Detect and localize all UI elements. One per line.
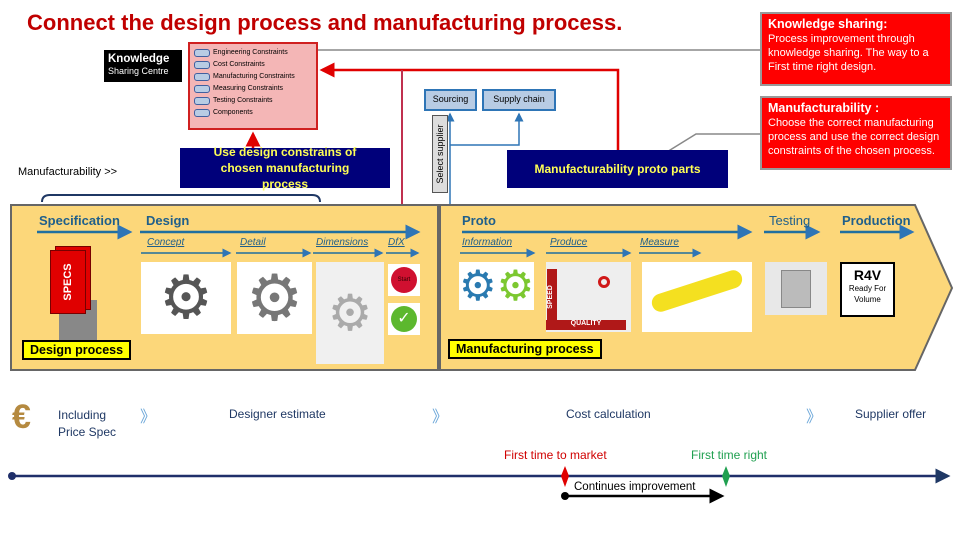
gears-image: ⚙⚙ <box>459 262 535 310</box>
r4v-text: Ready For Volume <box>848 284 887 304</box>
check-icon: ✓ <box>391 306 417 332</box>
stage-design: Design <box>146 213 190 228</box>
constraint-label: Engineering Constraints <box>213 49 288 56</box>
first-time-to-market-label: First time to market <box>504 448 607 462</box>
database-icon <box>194 73 210 81</box>
design-process-label: Design process <box>22 340 132 360</box>
constraint-label: Testing Constraints <box>213 97 273 104</box>
use-design-constraints-box: Use design constrains of chosen manufact… <box>180 145 390 191</box>
stage-specification: Specification <box>39 213 120 228</box>
chevron-right-icon: 》 <box>806 409 823 426</box>
database-icon <box>194 61 210 69</box>
gear-3d-image: ⚙ <box>237 262 312 334</box>
euro-icon: € <box>12 398 31 436</box>
start-button-image: Start <box>388 264 420 296</box>
panel-brace <box>41 194 321 203</box>
first-time-right-label: First time right <box>691 448 768 462</box>
callout-text: Process improvement through knowledge sh… <box>768 33 929 73</box>
constraint-item: Measuring Constraints <box>194 83 312 95</box>
continues-improvement-label: Continues improvement <box>574 481 696 493</box>
supply-chain-box: Supply chain <box>482 89 556 111</box>
concept-sketch-image: ⚙ <box>141 262 231 334</box>
chevron-right-icon: 》 <box>432 409 449 426</box>
substep-dimensions: Dimensions <box>316 237 369 248</box>
r4v-box: R4V Ready For Volume <box>840 262 895 317</box>
callout-title: Knowledge sharing: <box>768 17 888 31</box>
constraint-label: Manufacturing Constraints <box>213 73 295 80</box>
constraints-box: Engineering Constraints Cost Constraints… <box>188 42 318 130</box>
logo-line2: Sharing Centre <box>108 66 169 76</box>
constraint-label: Cost Constraints <box>213 61 265 68</box>
constraint-item: Testing Constraints <box>194 95 312 107</box>
constraint-label: Components <box>213 109 253 116</box>
database-icon <box>194 109 210 117</box>
start-label: Start <box>391 267 417 293</box>
cost-designer-estimate: Designer estimate <box>229 407 326 421</box>
red-feedback-lines <box>245 62 620 224</box>
manufacturability-label: Manufacturability >> <box>18 166 118 178</box>
stage-testing: Testing <box>769 213 811 228</box>
constraint-item: Manufacturing Constraints <box>194 71 312 83</box>
substep-concept: Concept <box>147 237 185 248</box>
speed-label: SPEED <box>547 269 557 325</box>
database-icon <box>194 85 210 93</box>
database-icon <box>194 97 210 105</box>
select-supplier-box: Select supplier <box>432 115 448 193</box>
quality-label: QUALITY <box>546 320 626 330</box>
callout-text: Choose the correct manufacturing process… <box>768 117 940 157</box>
cost-calculation: Cost calculation <box>566 407 651 421</box>
page-title: Connect the design process and manufactu… <box>27 10 623 35</box>
callout-title: Manufacturability : <box>768 101 880 115</box>
timeline <box>8 466 951 504</box>
manufacturability-callout: Manufacturability : Choose the correct ma… <box>760 96 952 170</box>
substep-produce: Produce <box>550 237 588 248</box>
stage-production: Production <box>842 213 911 228</box>
target-icon <box>598 276 610 288</box>
knowledge-sharing-logo: Knowledge Sharing Centre <box>104 50 182 82</box>
cost-including-price-spec: Including Price Spec <box>58 408 117 439</box>
specs-label: SPECS <box>62 263 74 301</box>
constraint-item: Cost Constraints <box>194 59 312 71</box>
select-supplier-label: Select supplier <box>435 124 445 184</box>
r4v-title: R4V <box>853 267 882 283</box>
manufacturing-process-label: Manufacturing process <box>448 339 602 359</box>
gear-dimensions-image: ⚙ <box>316 262 384 364</box>
cost-supplier-offer: Supplier offer <box>855 407 927 421</box>
speed-quality-image: QUALITY SPEED <box>546 262 631 332</box>
database-icon <box>194 49 210 57</box>
specs-document-icon: SPECS <box>50 250 86 314</box>
substep-measure: Measure <box>640 237 679 248</box>
checklist-image <box>765 262 827 315</box>
chevron-right-icon: 》 <box>140 409 157 426</box>
first-time-right-marker <box>722 466 730 487</box>
constraint-label: Measuring Constraints <box>213 85 284 92</box>
substep-detail: Detail <box>240 237 266 248</box>
logo-line1: Knowledge <box>108 53 170 65</box>
first-time-to-market-marker <box>561 466 569 487</box>
constraint-item: Components <box>194 107 312 119</box>
substep-dfx: DfX <box>388 237 405 248</box>
checkmark-image: ✓ <box>388 303 420 335</box>
knowledge-sharing-callout: Knowledge sharing: Process improvement th… <box>760 12 952 86</box>
substep-information: Information <box>462 237 513 248</box>
constraint-item: Engineering Constraints <box>194 47 312 59</box>
sourcing-box: Sourcing <box>424 89 477 111</box>
measuring-tape-image <box>642 262 752 332</box>
proto-parts-box: Manufacturability proto parts <box>507 150 728 188</box>
stage-proto: Proto <box>462 213 496 228</box>
